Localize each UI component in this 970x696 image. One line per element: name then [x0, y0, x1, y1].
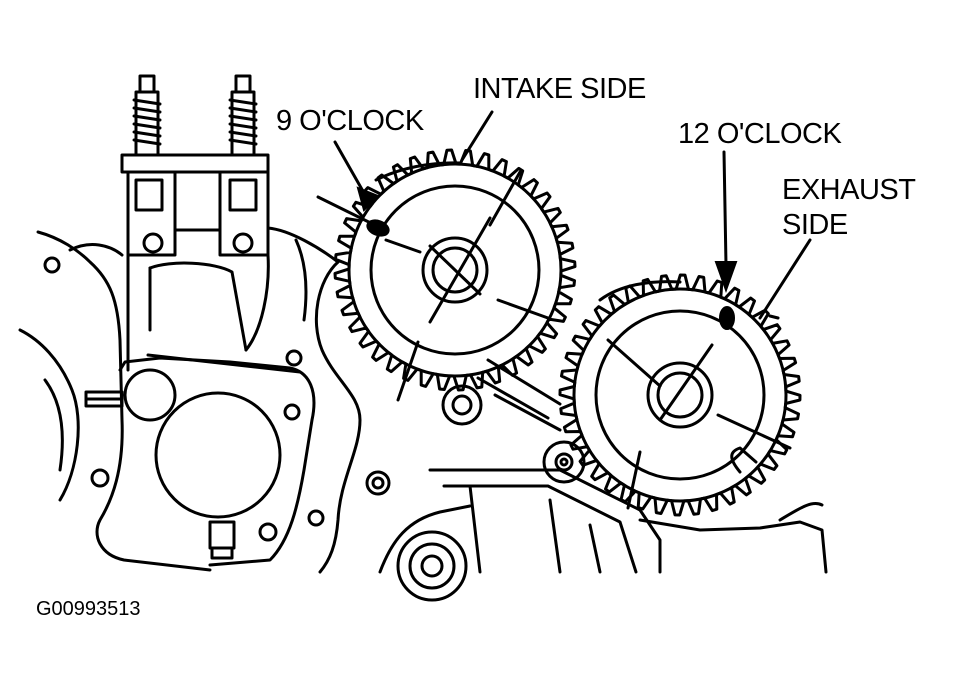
twelve-oclock-label: 12 O'CLOCK — [678, 118, 842, 150]
nine-oclock-label: 9 O'CLOCK — [276, 105, 424, 137]
exhaust-sprocket — [558, 273, 802, 517]
mount-bracket — [120, 153, 340, 372]
front-housing — [84, 349, 325, 567]
lower-housing — [378, 468, 828, 602]
intake-side-label: INTAKE SIDE — [473, 73, 646, 105]
timing-case-outline — [294, 238, 391, 574]
exhaust-label-line2: SIDE — [782, 209, 848, 241]
figure-code: G00993513 — [36, 598, 141, 620]
stud-right — [228, 74, 258, 157]
timing-mark-intake — [366, 219, 390, 237]
arrowhead-12-oclock — [714, 261, 738, 293]
exhaust-label-line1: EXHAUST — [782, 174, 916, 206]
timing-mark-exhaust — [719, 306, 735, 330]
arrowhead-9-oclock — [356, 186, 380, 212]
cylinder-head-outline — [18, 230, 212, 572]
intake-sprocket — [316, 148, 577, 402]
stud-left — [132, 74, 162, 157]
